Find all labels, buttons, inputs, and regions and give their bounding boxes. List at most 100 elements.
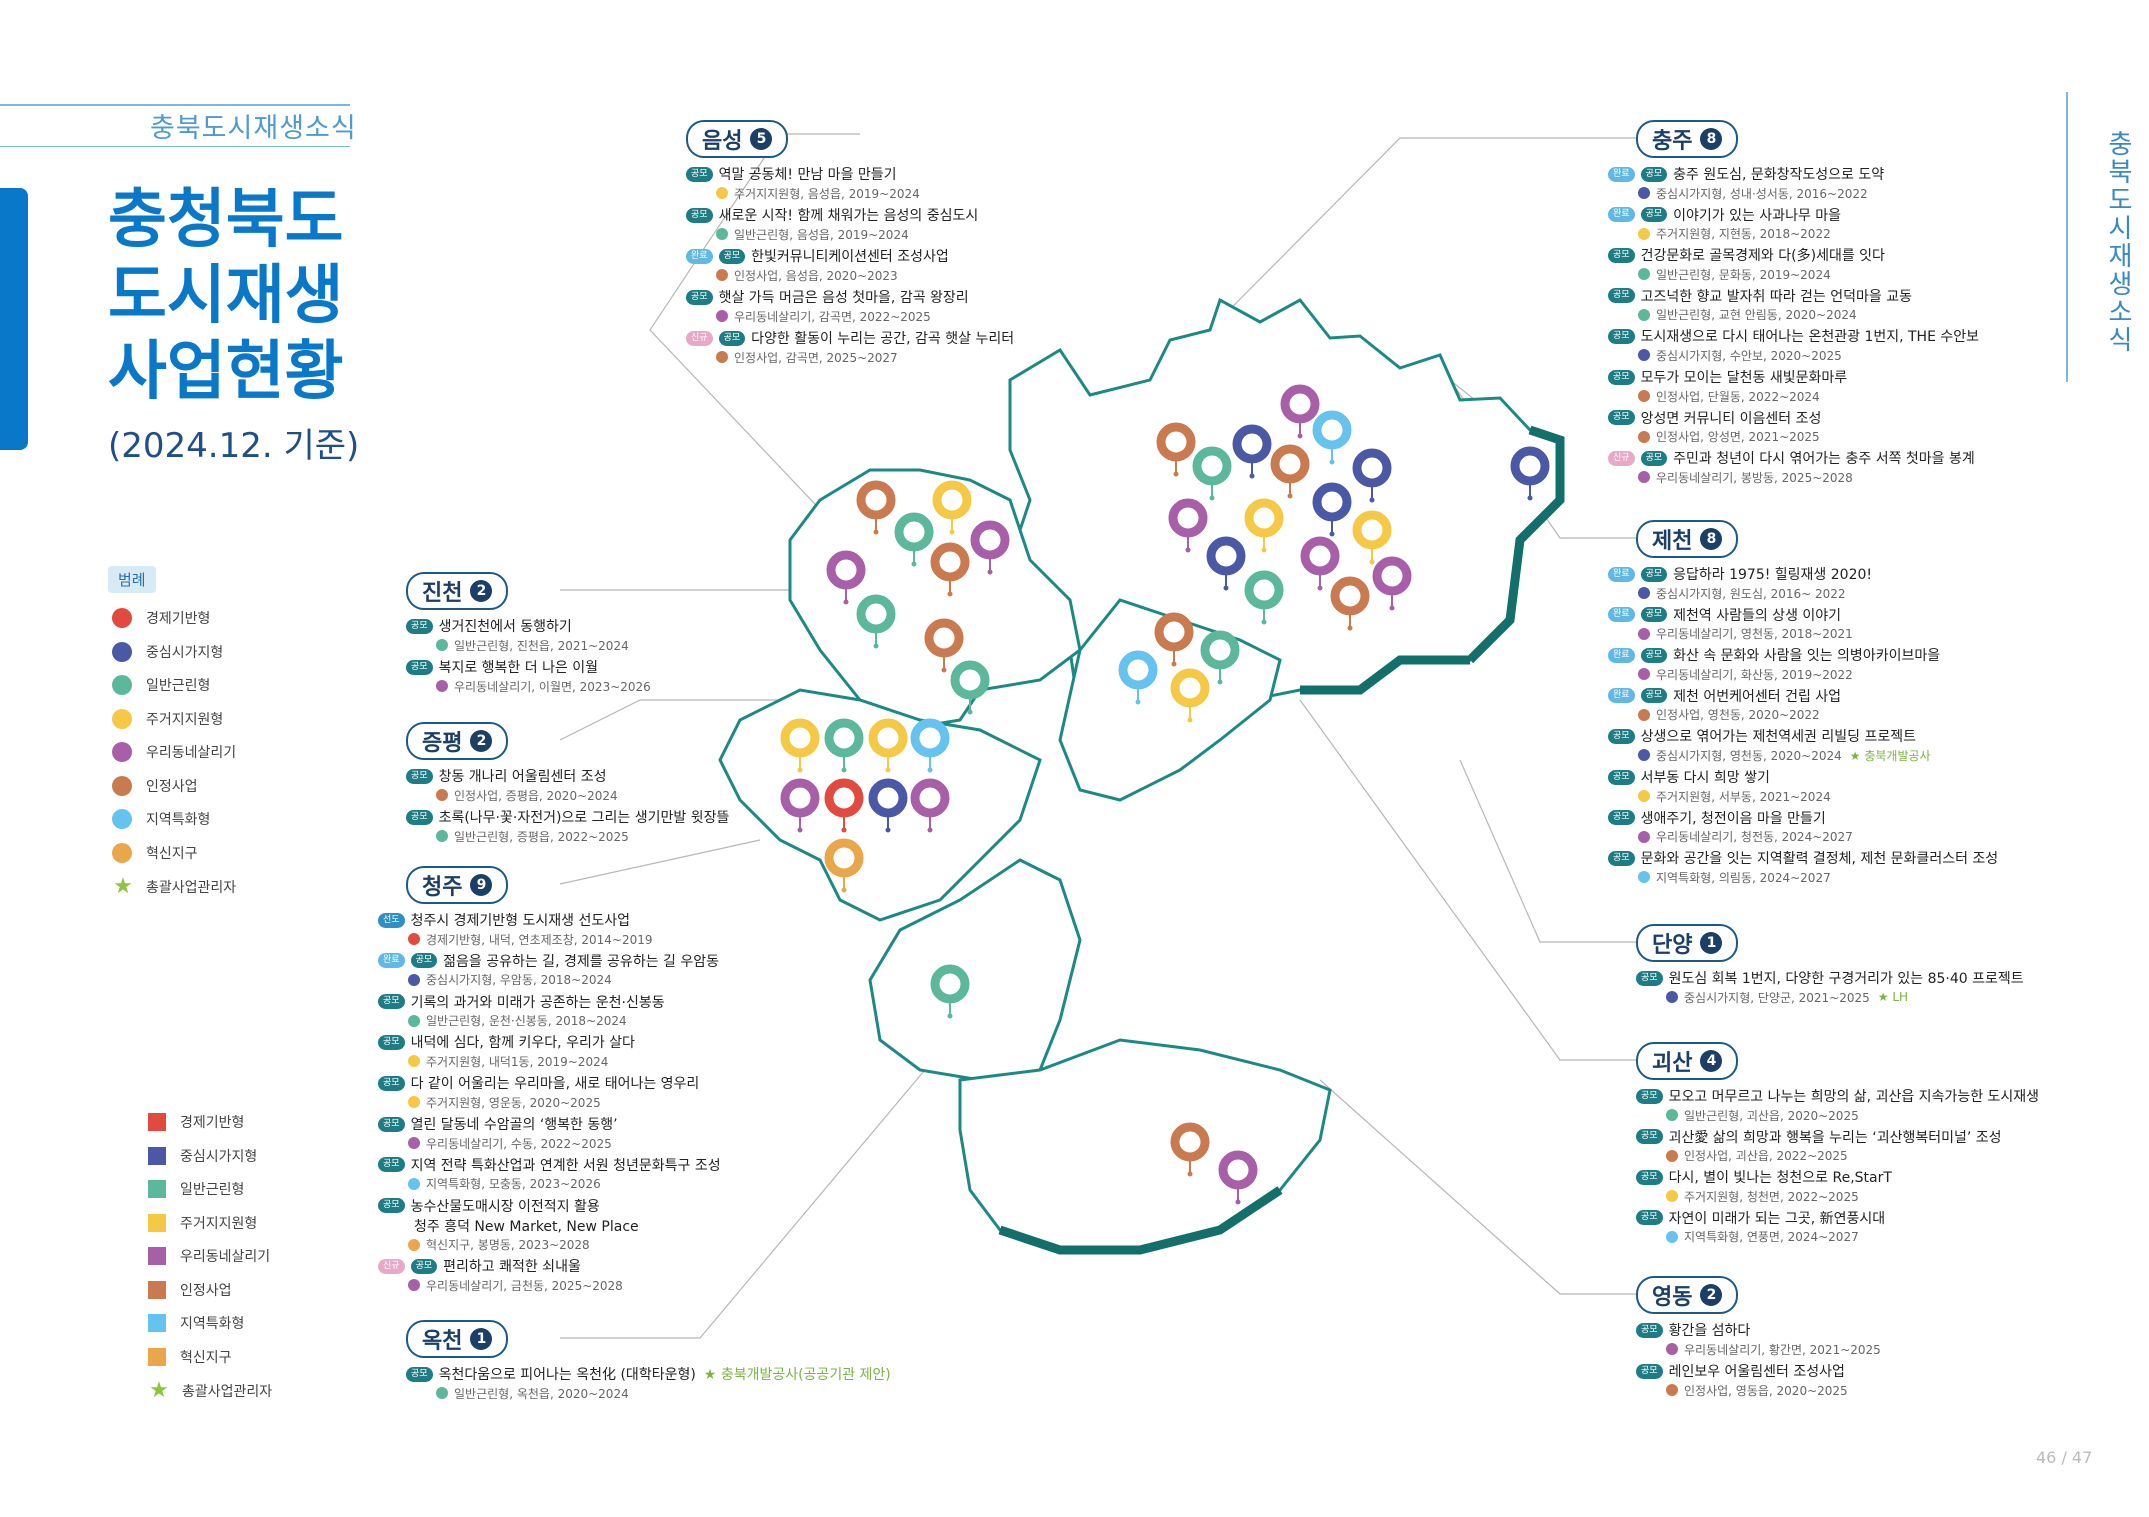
region-count: 2: [470, 730, 493, 752]
map-marker-jecheon: [1372, 556, 1412, 611]
project-tag: 공모: [718, 248, 746, 264]
project-detail: 주거지지원형, 음성읍, 2019~2024: [734, 186, 920, 201]
type-dot: [408, 1096, 420, 1109]
project-detail-row: 일반근린형, 음성읍, 2019~2024: [716, 225, 1156, 243]
marker-tip: [1173, 471, 1179, 477]
marker-tip: [873, 643, 879, 649]
project-title: 지역 전략 특화산업과 연계한 서원 청년문화특구 조성: [410, 1157, 721, 1174]
marker-ring: [930, 964, 970, 1004]
project-detail: 인정사업, 증평읍, 2020~2024: [454, 788, 618, 803]
type-dot: [1638, 308, 1650, 321]
project-detail-row: 우리동네살리기, 청전동, 2024~2027: [1638, 828, 2078, 846]
marker-ring: [1312, 410, 1352, 450]
project-detail-row: 주거지원형, 청천면, 2022~2025: [1666, 1187, 2106, 1205]
project-tag: 완료: [1608, 207, 1635, 223]
region-name: 증평: [422, 731, 463, 756]
project-title: 창동 개나리 어울림센터 조성: [438, 769, 607, 785]
legend-swatch: [112, 842, 132, 863]
project-detail-row: 인정사업, 앙성면, 2021~2025: [1638, 428, 2078, 446]
map-marker-eumseong: [856, 480, 896, 535]
marker-ring: [1280, 384, 1320, 424]
legend-item: 혁신지구: [112, 842, 198, 863]
type-dot: [716, 187, 728, 199]
legend-bottom-swatch: [148, 1280, 166, 1299]
project-detail: 지역특화형, 모충동, 2023~2026: [426, 1177, 601, 1192]
legend-item: 일반근린형: [112, 675, 210, 695]
project-tag: 공모: [1636, 1169, 1663, 1185]
legend-bottom-item: 중심시가지형: [148, 1146, 257, 1166]
project-tag: 완료: [686, 248, 713, 264]
project-title: 원도심 회복 1번지, 다양한 구경거리가 있는 85·40 프로젝트: [1668, 971, 2024, 987]
marker-tip: [797, 767, 803, 773]
page-number: 46 / 47: [2036, 1448, 2093, 1467]
vertical-title: 충북도시재생소식: [2103, 130, 2133, 354]
marker-tip: [947, 1013, 953, 1019]
type-dot: [436, 830, 448, 842]
project-detail: 우리동네살리기, 봉방동, 2025~2028: [1656, 470, 1853, 485]
type-dot: [1638, 587, 1650, 599]
leader-line: [649, 133, 860, 521]
project-tag: 공모: [1608, 328, 1635, 344]
project-tag: 공모: [1640, 450, 1668, 466]
marker-tip: [843, 599, 849, 605]
star-icon: ★: [113, 874, 133, 899]
province-rim-mid: [1300, 655, 1470, 695]
project-detail: 중심시가지형, 우암동, 2018~2024: [426, 973, 612, 988]
project-detail-row: 지역특화형, 의림동, 2024~2027: [1638, 868, 2078, 886]
region-count: 9: [470, 874, 493, 896]
marker-ring: [1206, 536, 1246, 576]
project-detail: 우리동네살리기, 영천동, 2018~2021: [1656, 627, 1853, 642]
project-detail-row: 중심시가지형, 영천동, 2020~2024★ 충북개발공사: [1638, 746, 2078, 764]
marker-ring: [910, 778, 950, 818]
map-marker-chungju: [1280, 384, 1320, 439]
project-title: 괴산愛 삶의 희망과 행복을 누리는 ‘괴산행복터미널’ 조성: [1668, 1129, 2002, 1146]
map-marker-cheongju: [824, 718, 864, 773]
type-dot: [408, 1279, 420, 1292]
project-tag: 완료: [378, 953, 405, 969]
section-title: 충북도시재생소식: [150, 113, 357, 144]
map-marker-jeungpyeong: [950, 660, 990, 715]
legend-bottom-label: 경제기반형: [180, 1115, 245, 1131]
project-title: 주민과 청년이 다시 엮어가는 충주 서쪽 첫마을 봉계: [1673, 451, 1975, 468]
project-detail: 경제기반형, 내덕, 연초제조창, 2014~2019: [426, 932, 653, 947]
region-name: 청주: [422, 875, 463, 900]
marker-ring: [1352, 510, 1392, 550]
map-marker-eumseong: [970, 520, 1010, 575]
marker-ring: [1244, 498, 1284, 538]
project-detail: 우리동네살리기, 감곡면, 2022~2025: [734, 309, 931, 324]
region-name: 영동: [1652, 1285, 1693, 1310]
marker-ring: [1170, 1122, 1210, 1162]
marker-ring: [1118, 650, 1158, 690]
marker-tip: [1329, 531, 1335, 537]
marker-ring: [1244, 570, 1284, 610]
project-title: 상생으로 엮어가는 제천역세권 리빌딩 프로젝트: [1640, 729, 1916, 746]
project-detail: 중심시가지형, 단양군, 2021~2025: [1684, 990, 1870, 1005]
legend-bottom-label: 혁신지구: [180, 1349, 232, 1366]
project-detail-row: 일반근린형, 진천읍, 2021~2024: [436, 636, 876, 654]
marker-tip: [1235, 1199, 1241, 1205]
project-title: 젊음을 공유하는 길, 경제를 공유하는 길 우암동: [443, 953, 719, 970]
project-title: 응답하라 1975! 힐링재생 2020!: [1673, 567, 1872, 583]
map-marker-eumseong: [932, 480, 972, 535]
page-subtitle: (2024.12. 기준): [108, 426, 360, 466]
title-line-3: 사업현황: [108, 335, 344, 409]
type-dot: [436, 680, 448, 692]
project-detail: 주거지원형, 내덕1동, 2019~2024: [426, 1054, 609, 1069]
type-dot: [1638, 349, 1650, 362]
project-detail-row: 지역특화형, 연풍면, 2024~2027: [1666, 1228, 2106, 1246]
